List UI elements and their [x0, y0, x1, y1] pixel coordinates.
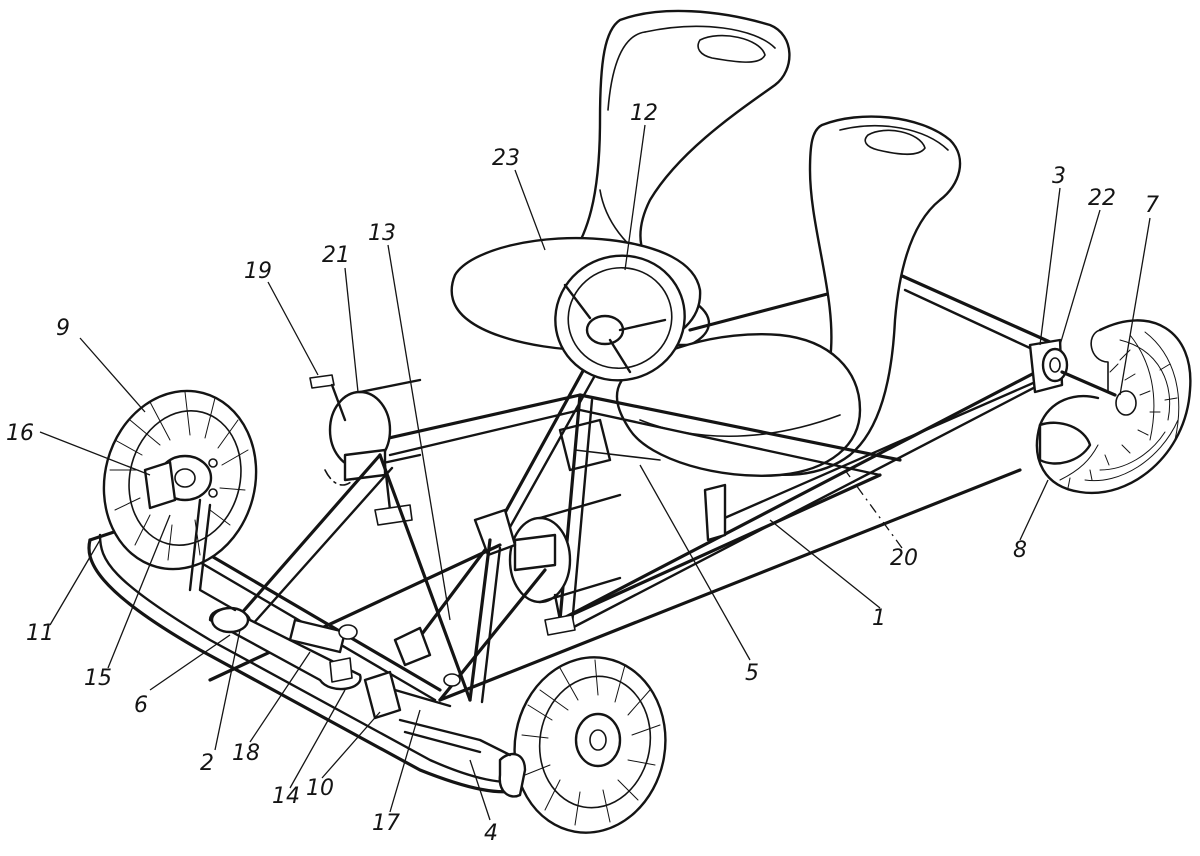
leader-18 [249, 651, 311, 743]
label-12: 12 [630, 101, 658, 126]
leader-16 [39, 431, 151, 476]
label-13: 13 [368, 221, 396, 246]
label-4: 4 [484, 821, 498, 846]
leader-13 [387, 244, 451, 621]
leader-8 [1019, 479, 1049, 541]
front-links [208, 453, 547, 704]
label-19: 19 [244, 259, 272, 284]
label-10: 10 [306, 776, 334, 801]
leader-12 [624, 124, 646, 271]
label-6: 6 [134, 693, 148, 718]
label-18: 18 [232, 741, 260, 766]
leader-22 [1059, 209, 1101, 346]
main-frame [378, 368, 1047, 702]
label-22: 22 [1088, 186, 1116, 211]
label-8: 8 [1013, 538, 1027, 563]
leader-21 [344, 267, 359, 393]
label-1: 1 [872, 606, 886, 631]
label-group: 1 2 3 4 5 6 7 8 9 10 11 12 13 14 15 16 1… [6, 101, 1159, 846]
leader-11 [49, 539, 101, 626]
leader-7 [1119, 217, 1151, 396]
leader-19 [267, 281, 319, 376]
label-9: 9 [56, 316, 70, 341]
label-11: 11 [26, 621, 54, 646]
label-7: 7 [1145, 193, 1159, 218]
leader-9 [79, 337, 146, 413]
label-15: 15 [84, 666, 112, 691]
label-3: 3 [1052, 164, 1066, 189]
label-20: 20 [890, 546, 918, 571]
leader-15 [107, 514, 171, 669]
leader-6 [149, 634, 231, 691]
pedal [309, 374, 347, 422]
rear-axle-assembly [1028, 338, 1117, 397]
leader-14 [289, 689, 346, 789]
rear-right-wheel [1035, 319, 1192, 495]
leader-17 [389, 709, 421, 813]
steering-column [393, 338, 614, 667]
leader-3 [1039, 187, 1061, 346]
label-16: 16 [6, 421, 34, 446]
seat-right [615, 115, 962, 477]
steering-wheel [554, 254, 686, 382]
leader-4 [469, 759, 491, 821]
leader-1 [769, 519, 881, 609]
label-2: 2 [200, 751, 214, 776]
front-left-wheel [102, 389, 258, 612]
left-drum [324, 378, 422, 526]
leader-20 [844, 469, 903, 549]
leader-2 [214, 629, 241, 751]
label-21: 21 [322, 243, 350, 268]
label-14: 14 [272, 784, 300, 809]
front-right-wheel [398, 656, 667, 834]
label-5: 5 [745, 661, 759, 686]
leader-23 [514, 169, 546, 251]
leader-lines [39, 124, 1151, 821]
label-23: 23 [492, 146, 520, 171]
label-17: 17 [372, 811, 400, 836]
leader-5 [639, 464, 751, 661]
right-drum [508, 493, 622, 636]
leader-10 [321, 711, 381, 779]
